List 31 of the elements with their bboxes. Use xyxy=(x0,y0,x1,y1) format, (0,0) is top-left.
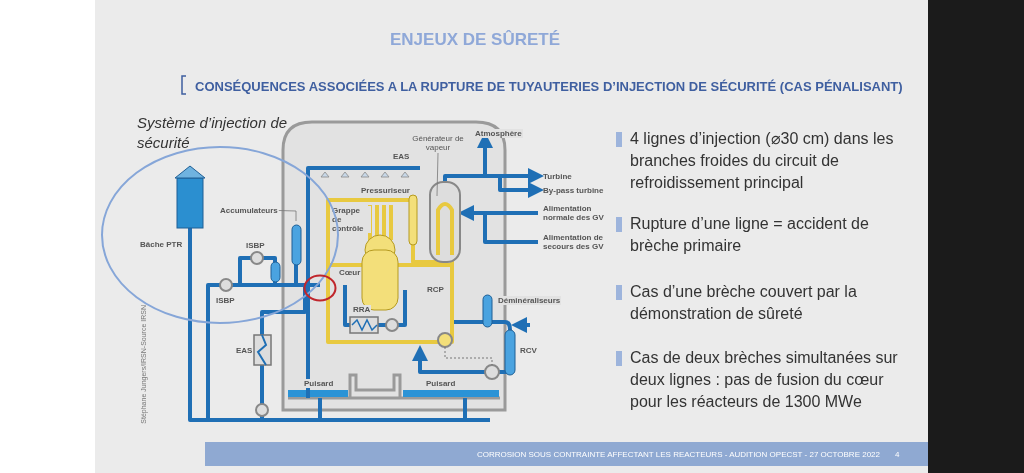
part-label: Puisard xyxy=(425,379,457,388)
bullet-text: Cas de deux brèches simultanées sur deux lignes : pas de fusion du cœur pour les réacteurs de 1300 MWe xyxy=(630,348,899,412)
part-label: Accumulateurs xyxy=(220,206,278,215)
group-heading: Système d’injection de sécurité xyxy=(137,113,289,153)
bullet-text: Cas d’une brèche couvert par la démonstration de sûreté xyxy=(630,282,858,324)
part-label: Atmosphère xyxy=(474,129,523,138)
part-label: Alimentation de secours des GV xyxy=(543,233,605,251)
part-label: EAS xyxy=(392,152,411,161)
part-label: EAS xyxy=(236,346,253,355)
part-label: Alimentation normale des GV xyxy=(543,204,605,222)
part-label: Déminéraliseurs xyxy=(497,296,562,305)
part-label: ISBP xyxy=(216,296,235,305)
part-label: Pressuriseur xyxy=(360,186,411,195)
bullet-text: 4 lignes d’injection (⌀30 cm) dans les branches froides du circuit de refroidissement principal xyxy=(630,129,895,193)
part-label: Bâche PTR xyxy=(140,240,183,249)
part-label: RRA xyxy=(352,305,372,314)
part-label: Cœur xyxy=(338,268,362,277)
part-label: Turbine xyxy=(543,172,572,181)
part-label: Puisard xyxy=(303,379,335,388)
slide-title: ENJEUX DE SÛRETÉ xyxy=(388,30,561,50)
footer-text: CORROSION SOUS CONTRAINTE AFFECTANT LES REACTEURS - AUDITION OPECST - 27 OCTOBRE 2022 xyxy=(475,450,880,459)
part-label: By-pass turbine xyxy=(543,186,604,195)
part-label: Générateur de vapeur xyxy=(410,134,466,152)
leader-line xyxy=(436,152,439,197)
slide-subtitle: CONSÉQUENCES ASSOCIÉES A LA RUPTURE DE TUYAUTERIES D’INJECTION DE SÉCURITÉ (CAS PÉNALISANT) xyxy=(195,79,904,94)
part-label: ISBP xyxy=(246,241,265,250)
part-label: RCV xyxy=(520,346,537,355)
bullet-text: Rupture d’une ligne = accident de brèche primaire xyxy=(630,214,870,256)
part-label: RCP xyxy=(426,285,445,294)
leader-line xyxy=(278,210,297,222)
page-number: 4 xyxy=(895,450,900,459)
